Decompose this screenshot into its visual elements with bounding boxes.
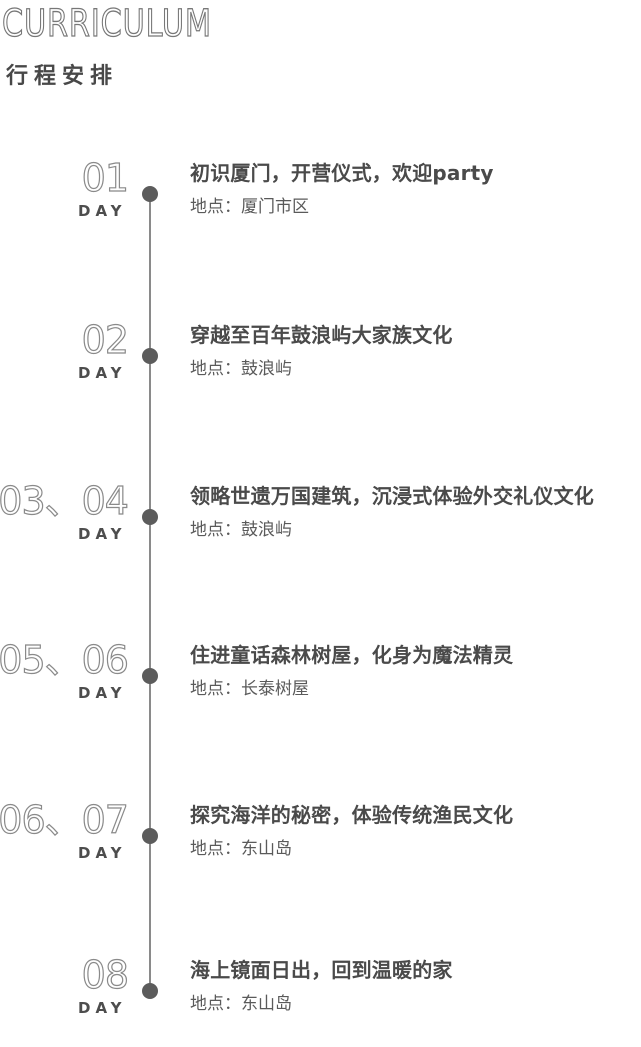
event-location: 地点：东山岛: [190, 994, 292, 1014]
event-title: 领略世遗万国建筑，沉浸式体验外交礼仪文化: [190, 484, 594, 508]
page-title-chinese: 行程安排: [6, 64, 119, 89]
event-location: 地点：东山岛: [190, 839, 292, 859]
timeline-item: 05、06 DAY 住进童话森林树屋，化身为魔法精灵 地点：长泰树屋: [0, 638, 641, 720]
day-number: 08: [81, 953, 130, 997]
day-label: DAY: [78, 525, 127, 543]
day-number: 05、06: [0, 638, 130, 682]
timeline-item: 06、07 DAY 探究海洋的秘密，体验传统渔民文化 地点：东山岛: [0, 798, 641, 880]
day-label: DAY: [78, 999, 127, 1017]
event-location: 地点：鼓浪屿: [190, 520, 292, 540]
day-label: DAY: [78, 844, 127, 862]
timeline-dot: [142, 983, 158, 999]
day-number: 03、04: [0, 479, 130, 523]
event-title: 初识厦门，开营仪式，欢迎party: [190, 161, 494, 185]
timeline-dot: [142, 509, 158, 525]
timeline-item: 02 DAY 穿越至百年鼓浪屿大家族文化 地点：鼓浪屿: [0, 318, 641, 400]
event-title: 海上镜面日出，回到温暖的家: [190, 958, 453, 982]
timeline-item: 03、04 DAY 领略世遗万国建筑，沉浸式体验外交礼仪文化 地点：鼓浪屿: [0, 479, 641, 561]
timeline-dot: [142, 186, 158, 202]
event-title: 住进童话森林树屋，化身为魔法精灵: [190, 643, 514, 667]
timeline-line: [149, 195, 151, 984]
event-location: 地点：鼓浪屿: [190, 359, 292, 379]
event-location: 地点：长泰树屋: [190, 679, 309, 699]
day-number: 02: [81, 318, 130, 362]
day-number: 06、07: [0, 798, 130, 842]
event-title: 探究海洋的秘密，体验传统渔民文化: [190, 803, 514, 827]
timeline-dot: [142, 828, 158, 844]
day-label: DAY: [78, 364, 127, 382]
event-location: 地点：厦门市区: [190, 197, 309, 217]
day-label: DAY: [78, 202, 127, 220]
day-number: 01: [81, 156, 130, 200]
event-title: 穿越至百年鼓浪屿大家族文化: [190, 323, 453, 347]
day-label: DAY: [78, 684, 127, 702]
timeline-item: 01 DAY 初识厦门，开营仪式，欢迎party 地点：厦门市区: [0, 156, 641, 238]
timeline-dot: [142, 348, 158, 364]
page-title-english: CURRICULUM: [1, 1, 212, 45]
timeline-item: 08 DAY 海上镜面日出，回到温暖的家 地点：东山岛: [0, 953, 641, 1035]
timeline-dot: [142, 668, 158, 684]
